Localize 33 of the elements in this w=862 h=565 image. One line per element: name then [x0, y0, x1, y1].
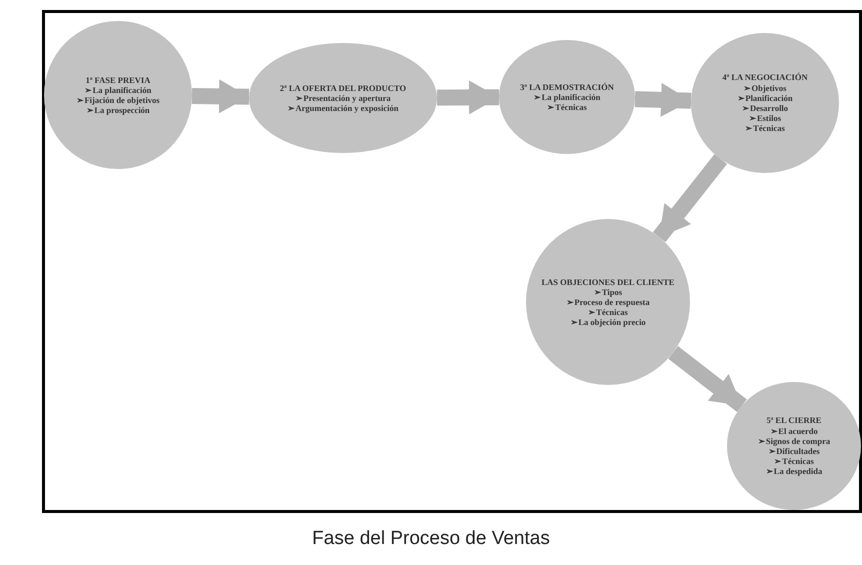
- caption: Fase del Proceso de Ventas: [312, 528, 550, 550]
- phase-title: 1ª FASE PREVIA: [86, 74, 150, 85]
- phase-title: 4ª LA NEGOCIACIÓN: [722, 72, 808, 83]
- phase-title: 2ª LA OFERTA DEL PRODUCTO: [280, 82, 406, 93]
- phase-title: LAS OBJECIONES DEL CLIENTE: [542, 276, 674, 287]
- block-arrow: [652, 154, 728, 242]
- phase-item: ➢Signos de compra: [758, 436, 830, 446]
- phase-item: ➢Fijación de objetivos: [76, 95, 160, 106]
- phase-item: ➢Técnicas: [588, 307, 628, 318]
- phase-item: ➢Desarrollo: [742, 103, 788, 114]
- phase-item: ➢La prospección: [86, 105, 150, 116]
- phase-item: ➢La despedida: [766, 466, 822, 477]
- block-arrow: [192, 79, 250, 114]
- phase-item: ➢Proceso de respuesta: [566, 296, 650, 308]
- phase-item: ➢Tipos: [594, 286, 622, 297]
- block-arrow: [668, 346, 747, 412]
- phase-item: ➢Argumentación y exposición: [288, 103, 398, 114]
- phase-item: ➢Técnicas: [745, 123, 785, 134]
- phase-item: ➢La planificación: [534, 92, 600, 102]
- phase-item: ➢Presentación y apertura: [295, 92, 391, 104]
- phase-item: ➢El acuerdo: [770, 426, 818, 436]
- phase-item: ➢Técnicas: [547, 102, 587, 112]
- phase-item: ➢Técnicas: [774, 456, 814, 466]
- phase-item: ➢Estilos: [748, 113, 782, 124]
- block-arrow: [634, 82, 692, 117]
- phase-title: 5ª EL CIERRE: [766, 415, 822, 426]
- phase-item: ➢La objeción precio: [570, 317, 646, 328]
- block-arrow: [436, 80, 500, 114]
- phase-item: ➢Dificultades: [768, 446, 820, 456]
- phase-title: 3ª LA DEMOSTRACIÓN: [520, 82, 614, 92]
- phase-item: ➢Objetivos: [744, 82, 786, 93]
- phase-item: ➢Planificación: [737, 92, 793, 103]
- phase-item: ➢La planificación: [84, 84, 152, 95]
